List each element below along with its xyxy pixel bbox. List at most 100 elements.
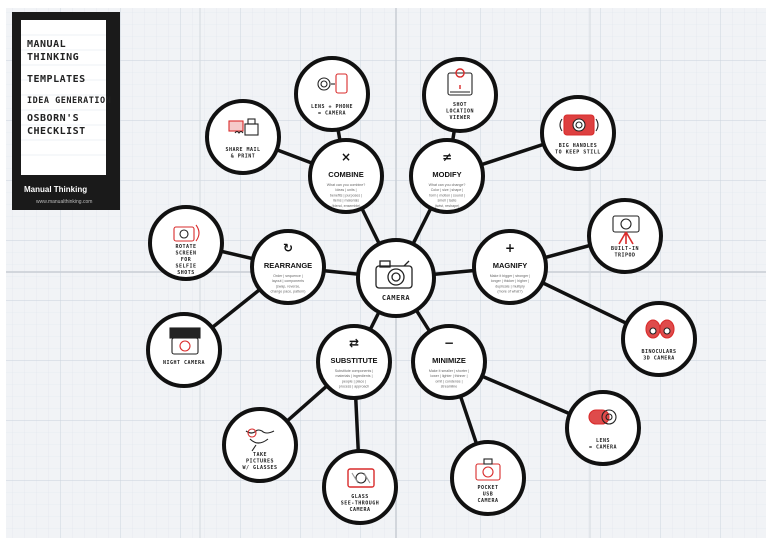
- center-label: CAMERA: [382, 294, 411, 302]
- node-modify: ≠ MODIFY What can you change?Color | size …: [409, 138, 485, 214]
- sketch-caption: LENS: [596, 438, 610, 444]
- sketch-caption: USB: [483, 492, 494, 498]
- sketch-caption: VIEWER: [449, 115, 471, 121]
- sketch-caption: W/ GLASSES: [242, 465, 277, 471]
- node-title: MINIMIZE: [432, 356, 466, 365]
- node-symbol: +: [505, 241, 515, 255]
- node-desc-line: What can you combine?: [327, 183, 366, 187]
- sketch-caption: TRIPOD: [614, 253, 635, 259]
- node-substitute: ⇄ SUBSTITUTE Substitute components |materi…: [316, 324, 392, 400]
- sketch-caption: SHOT: [453, 102, 467, 108]
- node-desc-line: benefits | purposes |: [330, 193, 362, 197]
- sketch-caption: CAMERA: [349, 507, 370, 513]
- card-brand: Manual Thinking: [24, 185, 87, 194]
- node-desc-line: streamline: [441, 385, 458, 389]
- node-desc-line: What can you change?: [429, 183, 466, 187]
- sketch-caption: = CAMERA: [318, 111, 346, 117]
- node-desc-line: people | place |: [342, 379, 366, 383]
- red-camera-icon: [559, 114, 599, 136]
- node-desc-line: Order | sequence |: [273, 274, 303, 278]
- node-title: SUBSTITUTE: [330, 356, 377, 365]
- sketch-caption: & PRINT: [231, 154, 256, 160]
- node-desc-line: Color | size | shape |: [431, 188, 464, 192]
- node-title: COMBINE: [328, 170, 363, 179]
- rotating-screen-icon: [173, 224, 200, 242]
- glass-camera-icon: [347, 468, 375, 488]
- lens-camera-icon: [588, 409, 617, 425]
- usb-camera-icon: [475, 458, 501, 481]
- node-symbol: ⇄: [349, 336, 359, 350]
- map-pin-icon: [447, 68, 473, 96]
- node-desc-line: materials | ingredients |: [335, 374, 372, 378]
- card-line: TEMPLATES: [27, 74, 86, 85]
- node-rearrange: ↻ REARRANGE Order | sequence |layout | com…: [250, 229, 326, 305]
- node-desc-line: process | approach: [339, 385, 370, 389]
- node-desc-line: Make it smaller | shorter |: [429, 369, 469, 373]
- card-line: OSBORN'S: [27, 113, 79, 124]
- node-desc-line: (swap, reverse,: [276, 284, 301, 288]
- sketch-lens-cam: LENS= CAMERA: [565, 390, 641, 466]
- sketch-night: NIGHT CAMERA: [146, 312, 222, 388]
- node-desc-line: items | materials: [333, 199, 359, 203]
- sketch-caption: 3D CAMERA: [643, 356, 675, 362]
- sketch-caption: SEE-THROUGH: [341, 501, 380, 507]
- sketch-print: SHARE MAIL& PRINT: [205, 99, 281, 175]
- sketch-caption: LOCATION: [446, 109, 474, 115]
- sketch-caption: ROTATE: [175, 244, 196, 250]
- node-desc-line: Substitute components |: [335, 369, 374, 373]
- sketch-caption: PICTURES: [246, 459, 274, 465]
- card-line: MANUAL: [27, 39, 66, 50]
- sketch-caption: = CAMERA: [589, 445, 617, 451]
- node-symbol: −: [444, 336, 454, 350]
- node-title: MAGNIFY: [493, 261, 528, 270]
- card-url: www.manualthinking.com: [36, 199, 92, 205]
- sketch-lens-phone: LENS + PHONE= CAMERA: [294, 56, 370, 132]
- printer-icon: [228, 118, 259, 136]
- sketch-caption: SHOTS: [177, 270, 195, 276]
- node-symbol: ↻: [283, 241, 293, 255]
- sketch-caption: GLASS: [351, 494, 369, 500]
- sketch-caption: SCREEN: [175, 251, 196, 257]
- node-desc-line: smell | taste: [437, 199, 456, 203]
- node-title: MODIFY: [432, 170, 461, 179]
- sketch-caption: FOR: [181, 257, 192, 263]
- sketch-caption: BUILT-IN: [611, 246, 639, 252]
- node-magnify: + MAGNIFY Make it bigger | stronger |longe…: [472, 229, 548, 305]
- node-desc-line: change pace, pattern): [271, 290, 306, 294]
- center-hub: CAMERA: [356, 238, 436, 318]
- node-desc-line: longer | thicker | higher |: [491, 279, 529, 283]
- node-symbol: ≠: [442, 150, 452, 164]
- node-desc-line: (more of what?): [497, 290, 522, 294]
- sketch-caption: SELFIE: [175, 264, 196, 270]
- card-line: CHECKLIST: [27, 126, 86, 137]
- node-desc-line: Make it bigger | stronger |: [490, 274, 531, 278]
- night-camera-icon: [169, 327, 201, 355]
- sketch-caption: BINOCULARS: [641, 349, 676, 355]
- node-title: REARRANGE: [264, 261, 312, 270]
- phone-lens-icon: [317, 73, 348, 94]
- node-desc-line: duplicate | multiply: [495, 284, 525, 288]
- camera-icon: [375, 260, 413, 289]
- node-desc-line: layout | components: [272, 279, 304, 283]
- card-line: IDEA GENERATION: [27, 96, 111, 106]
- binoculars-icon: [645, 319, 675, 339]
- sketch-caption: BIG HANDLES: [559, 143, 598, 149]
- sketch-caption: TO KEEP STILL: [555, 150, 601, 156]
- glasses-icon: [245, 428, 275, 452]
- sketch-caption: CAMERA: [477, 498, 498, 504]
- node-desc-line: omit | condense |: [435, 379, 462, 383]
- sketch-caption: LENS + PHONE: [311, 104, 353, 110]
- node-desc-line: form | motion | sound |: [429, 193, 465, 197]
